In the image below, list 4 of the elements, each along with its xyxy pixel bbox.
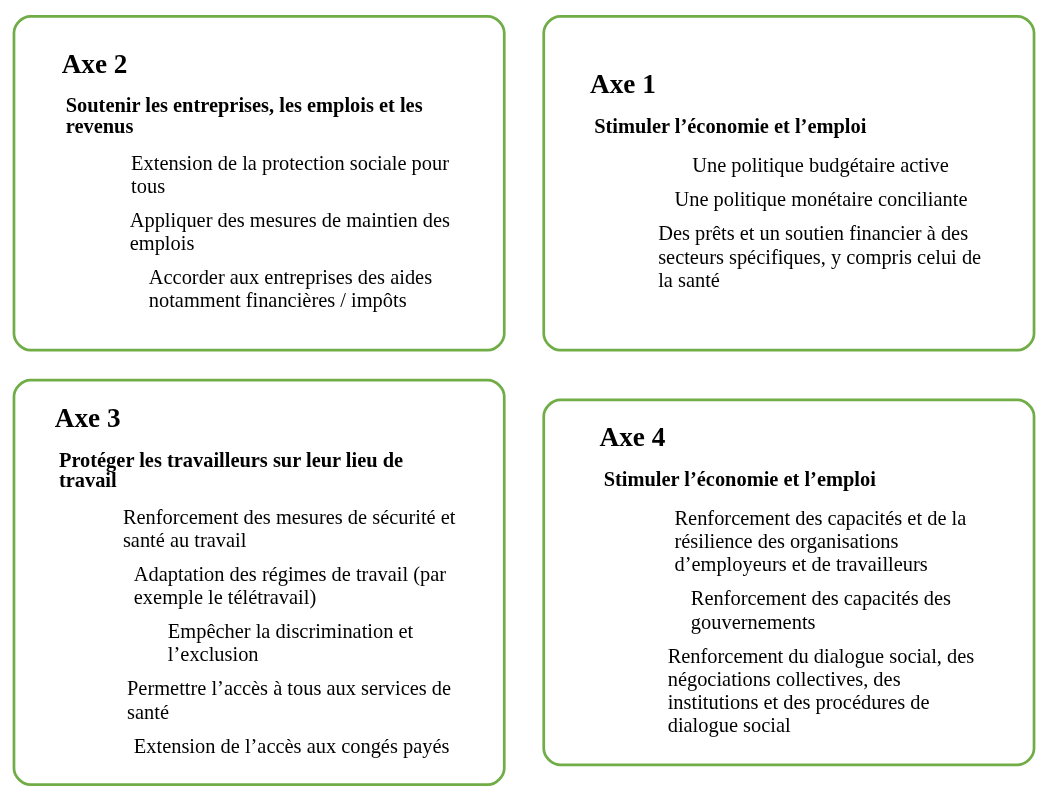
node-box: Axe 2 Soutenir les entreprises, les emplois et les revenus Extension de la protection sociale pour tous Appliquer des mesures de maintien des emplois Accorder aux entreprises des aides notamment financières / impôts: [12, 14, 506, 351]
node-box: Axe 1 Stimuler l’économie et l’emploi Une politique budgétaire active Une politique monétaire conciliante Des prêts et un soutien financier à des secteurs spécifiques, y compris celui de la santé: [542, 14, 1036, 351]
node-box: Axe 3 Protéger les travailleurs sur leur lieu de travail Renforcement des mesures de sécurité et santé au travail Adaptation des régimes de travail (par exemple le télétravail) Empêcher la discrimination et l’exclusion Permettre l’accès à tous aux services de santé Extension de l’accès aux congés payés: [12, 378, 506, 786]
node-box: Axe 4 Stimuler l’économie et l’emploi Renforcement des capacités et de la résilience des organisations d’employeurs et de travailleurs Renforcement des capacités des gouvernements Renforcement du dialogue social, des négociations collectives, des institutions et des procédures de dialogue social: [542, 397, 1036, 766]
